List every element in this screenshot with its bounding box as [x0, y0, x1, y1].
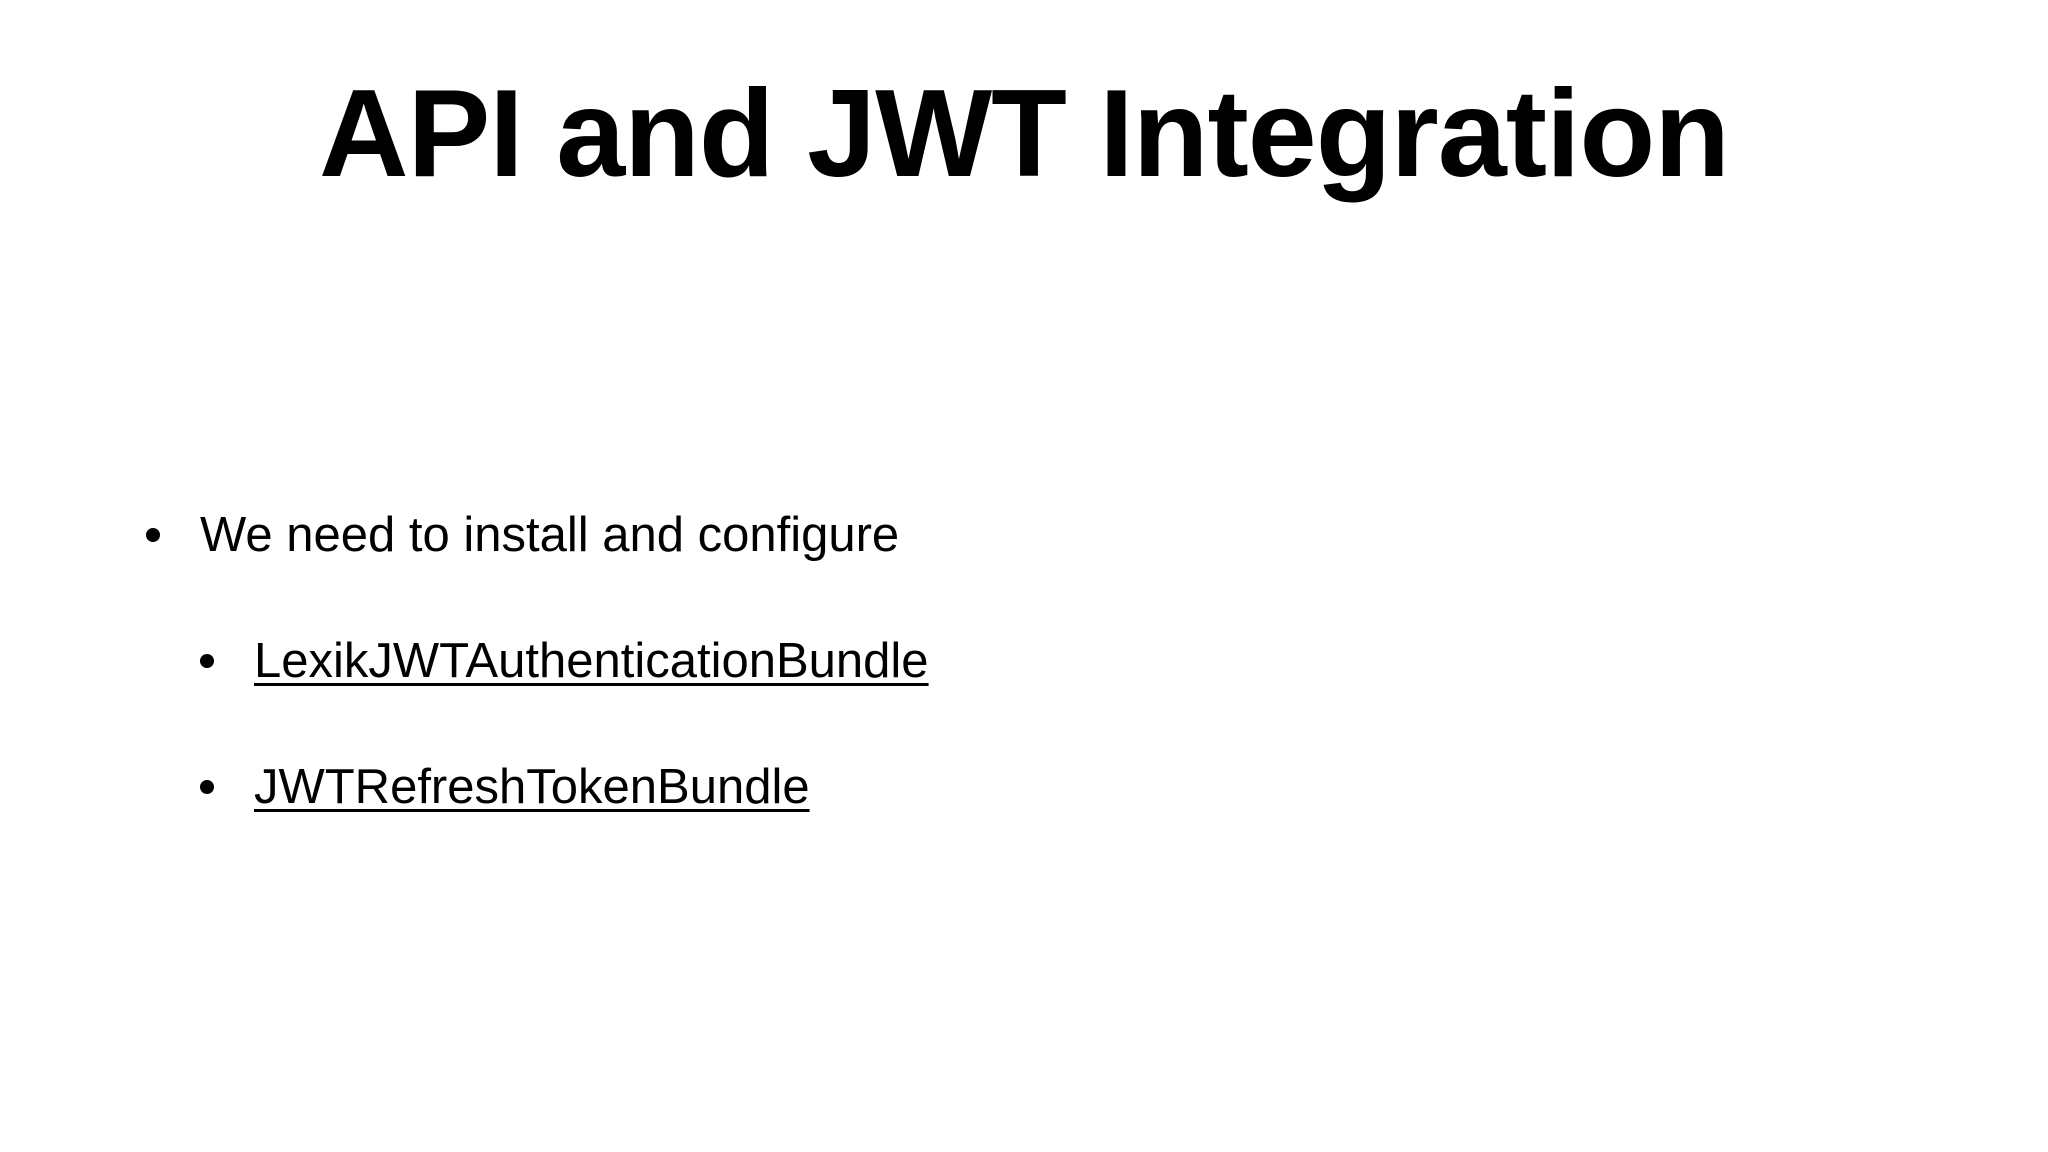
link-jwt-refresh-token-bundle[interactable]: JWTRefreshTokenBundle [254, 760, 810, 814]
slide-title: API and JWT Integration [319, 65, 1730, 203]
bullet-dot-icon [200, 780, 214, 794]
bullet-dot-icon [200, 654, 214, 668]
bullet-text-intro: We need to install and configure [200, 508, 900, 562]
bullet-item-lexik: LexikJWTAuthenticationBundle [200, 626, 929, 696]
bullet-item-refresh-token: JWTRefreshTokenBundle [200, 752, 810, 822]
link-lexik-jwt-authentication-bundle[interactable]: LexikJWTAuthenticationBundle [254, 634, 929, 688]
bullet-dot-icon [146, 528, 160, 542]
bullet-item-intro: We need to install and configure [146, 500, 899, 570]
